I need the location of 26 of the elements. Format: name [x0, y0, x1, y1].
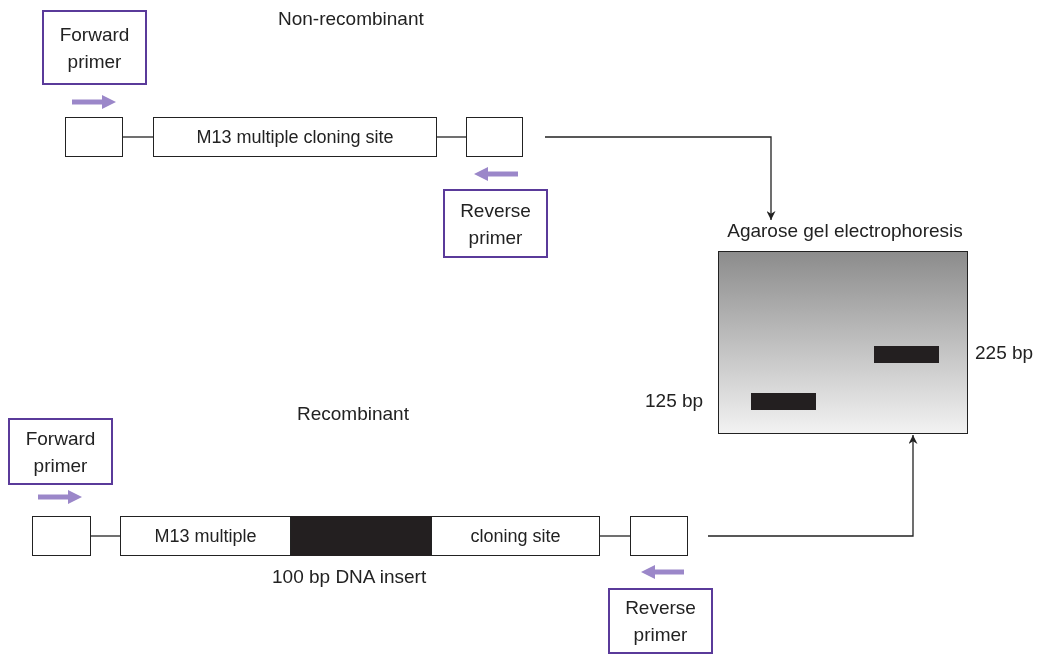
cloning-site-box: M13 multiple cloning site: [153, 117, 437, 157]
gel-band: [751, 393, 816, 410]
size-label: 125 bp: [645, 390, 704, 412]
arrow: [544, 136, 776, 221]
heading-label: Non-recombinant: [278, 8, 424, 30]
primer-box: Forward primer: [8, 418, 113, 485]
arrow: [707, 434, 918, 537]
connector-line: [599, 535, 631, 537]
plasmid-box: [65, 117, 123, 157]
cloning-site-box: M13 multiple: [120, 516, 291, 556]
cloning-site-box: cloning site: [431, 516, 600, 556]
size-label: 100 bp DNA insert: [272, 566, 427, 588]
gel-band: [874, 346, 939, 363]
heading-label: Recombinant: [297, 403, 409, 425]
dna-insert-bar: [291, 516, 431, 556]
connector-line: [122, 136, 154, 138]
primer-box: Forward primer: [42, 10, 147, 85]
plasmid-box: [630, 516, 688, 556]
connector-line: [90, 535, 121, 537]
plasmid-box: [32, 516, 91, 556]
gel-title: Agarose gel electrophoresis: [726, 220, 964, 242]
primer-box: Reverse primer: [443, 189, 548, 258]
connector-line: [436, 136, 467, 138]
plasmid-box: [466, 117, 523, 157]
size-label: 225 bp: [975, 342, 1034, 364]
primer-box: Reverse primer: [608, 588, 713, 654]
